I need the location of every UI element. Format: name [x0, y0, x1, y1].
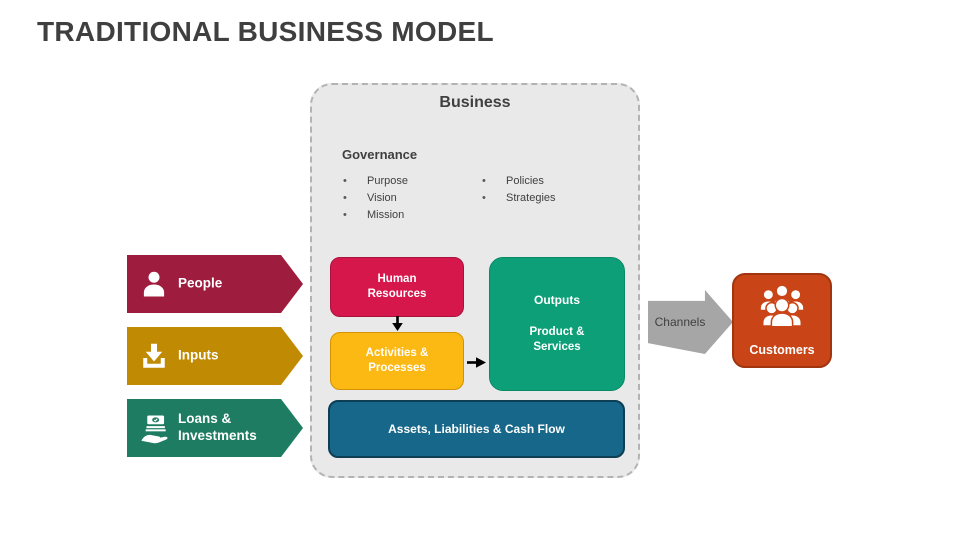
governance-title: Governance: [342, 147, 418, 162]
human-resources-box: Human Resources: [330, 257, 464, 317]
outputs-box: Outputs Product & Services: [489, 257, 625, 391]
list-item: • Vision: [343, 192, 408, 209]
bullet-icon: •: [482, 192, 486, 204]
customers-label: Customers: [749, 343, 815, 357]
governance-item: Purpose: [367, 175, 408, 187]
activities-processes-box: Activities & Processes: [330, 332, 464, 390]
list-item: • Policies: [482, 175, 556, 192]
banner-loans: Loans & Investments: [127, 399, 303, 457]
bullet-icon: •: [343, 175, 347, 187]
assets-liabilities-label: Assets, Liabilities & Cash Flow: [388, 422, 565, 436]
business-container: Business Governance • Purpose • Vision •…: [310, 83, 640, 478]
banner-loans-label: Loans & Investments: [178, 411, 257, 443]
governance-list-right: • Policies • Strategies: [482, 175, 556, 209]
governance-list-left: • Purpose • Vision • Mission: [343, 175, 408, 226]
governance-item: Mission: [367, 209, 405, 221]
bullet-icon: •: [343, 209, 347, 221]
list-item: • Mission: [343, 209, 408, 226]
customers-box: Customers: [732, 273, 832, 368]
page-title: TRADITIONAL BUSINESS MODEL: [37, 16, 494, 47]
bullet-icon: •: [482, 175, 486, 187]
person-icon: [139, 269, 169, 299]
outputs-title: Outputs: [534, 293, 580, 308]
arrow-right-icon: [467, 356, 486, 369]
activities-processes-label: Activities & Processes: [365, 347, 429, 374]
customers-group-icon: [756, 281, 808, 333]
hand-money-icon: [139, 412, 171, 444]
governance-item: Vision: [367, 192, 397, 204]
arrow-down-icon: [391, 316, 404, 331]
governance-item: Strategies: [506, 192, 556, 204]
banner-people: People: [127, 255, 303, 313]
banner-inputs: Inputs: [127, 327, 303, 385]
channels-label: Channels: [654, 315, 706, 329]
governance-item: Policies: [506, 175, 544, 187]
outputs-subtitle: Product & Services: [529, 325, 585, 353]
list-item: • Strategies: [482, 192, 556, 209]
list-item: • Purpose: [343, 175, 408, 192]
assets-liabilities-box: Assets, Liabilities & Cash Flow: [328, 400, 625, 458]
bullet-icon: •: [343, 192, 347, 204]
banner-people-label: People: [178, 275, 223, 291]
business-label: Business: [439, 94, 511, 111]
channels-arrow: Channels: [648, 290, 733, 354]
human-resources-label: Human Resources: [367, 273, 427, 300]
banner-inputs-label: Inputs: [178, 347, 219, 363]
download-icon: [139, 341, 169, 371]
